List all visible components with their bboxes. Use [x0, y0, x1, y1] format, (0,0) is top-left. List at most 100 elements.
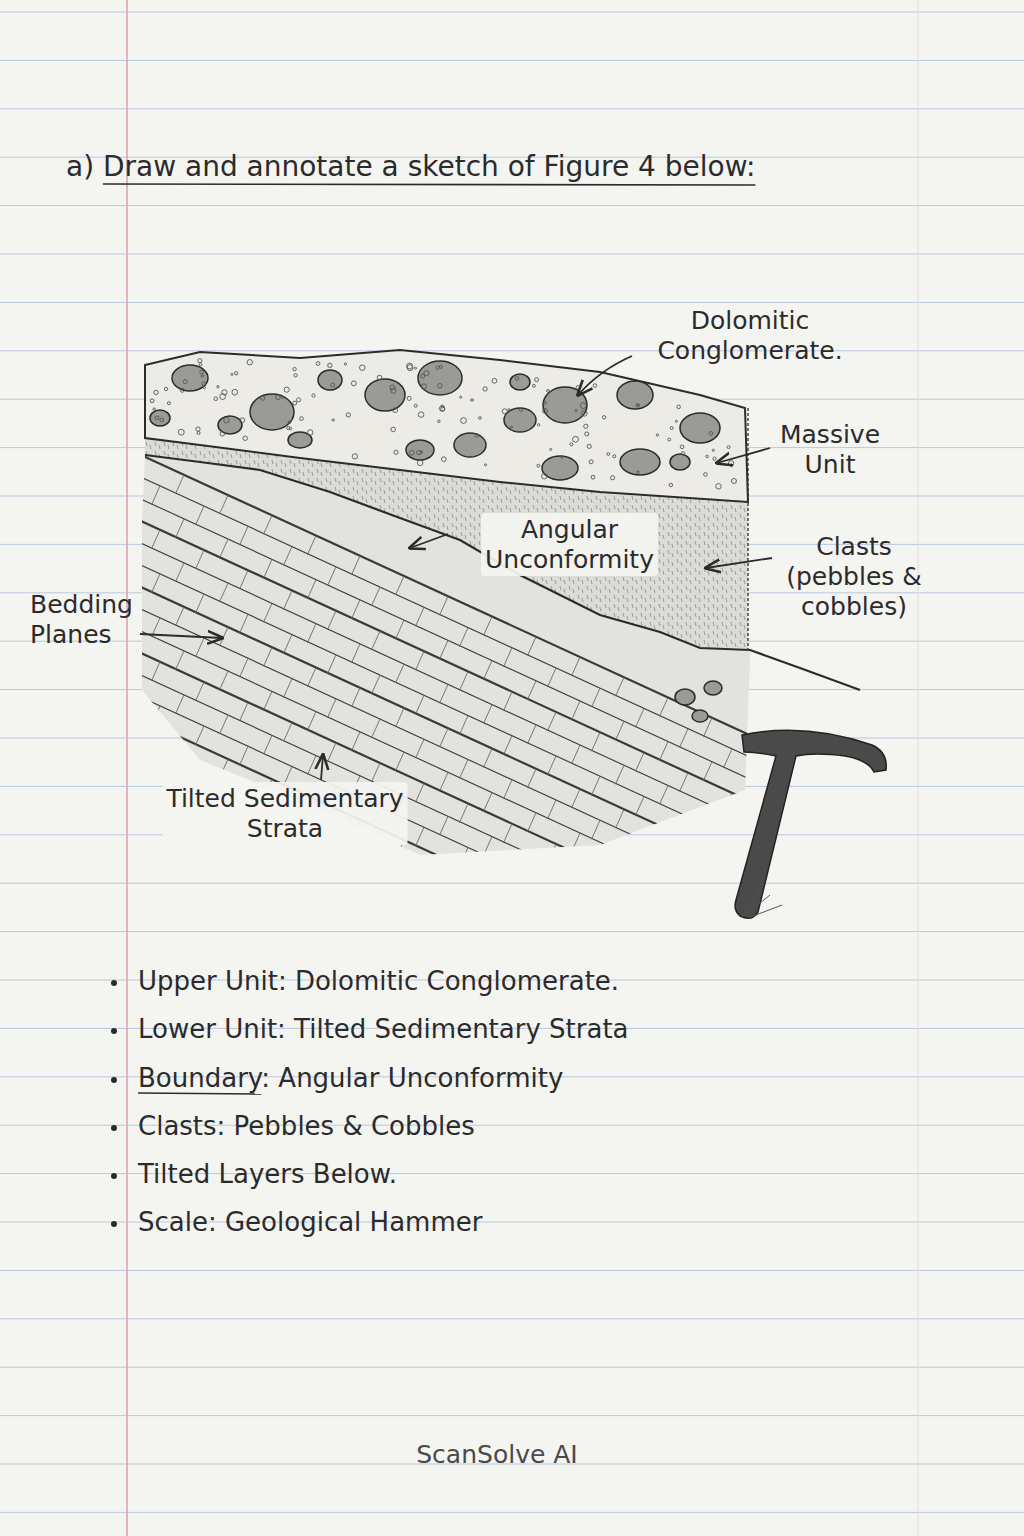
bedding-plane — [120, 665, 780, 969]
joint-line — [548, 668, 557, 687]
bullet-dot — [111, 1077, 117, 1083]
grain — [584, 424, 588, 428]
joint-line — [636, 972, 645, 991]
joint-line — [440, 860, 449, 879]
joint-line — [240, 570, 249, 589]
joint-line — [724, 881, 733, 900]
joint-line — [748, 958, 757, 977]
bedding-plane — [120, 467, 780, 771]
joint-line — [616, 677, 625, 696]
joint-line — [660, 741, 669, 760]
joint-line — [176, 475, 185, 494]
joint-line — [572, 657, 581, 676]
margin-line — [126, 0, 128, 1536]
grain — [183, 380, 187, 384]
heading: a) Draw and annotate a sketch of Figure … — [66, 150, 755, 184]
grain — [231, 373, 233, 375]
clast — [692, 710, 708, 722]
joint-line — [636, 884, 645, 903]
grain — [201, 375, 204, 378]
joint-line — [416, 695, 425, 714]
joint-line — [592, 732, 601, 751]
joint-line — [504, 692, 513, 711]
ruled-lines — [0, 12, 1024, 1512]
grain — [394, 450, 398, 454]
joint-line — [748, 1046, 757, 1065]
grain — [532, 384, 535, 387]
joint-line — [704, 850, 713, 869]
joint-line — [660, 785, 669, 804]
joint-line — [704, 1026, 713, 1045]
bullet-item: Tilted Layers Below. — [138, 1159, 898, 1190]
clast — [250, 394, 294, 430]
grain — [591, 475, 595, 479]
grain — [293, 367, 296, 370]
grain — [220, 431, 225, 436]
grain — [167, 402, 170, 405]
joint-line — [528, 945, 537, 964]
clast — [318, 370, 342, 390]
underline — [103, 184, 755, 185]
clast — [675, 689, 695, 705]
joint-line — [616, 809, 625, 828]
grain — [656, 434, 658, 436]
joint-line — [460, 671, 469, 690]
bullet-dot — [111, 980, 117, 986]
bullet-item: Boundary: Angular Unconformity — [138, 1063, 898, 1094]
joint-line — [704, 894, 713, 913]
clast — [704, 681, 722, 695]
grain — [712, 449, 714, 451]
grain — [203, 386, 205, 388]
joint-line — [548, 888, 557, 907]
joint-line — [460, 847, 469, 866]
grain — [180, 388, 184, 392]
annotation: Clasts (pebbles & cobbles) — [774, 532, 934, 622]
ruled-line — [0, 1318, 1024, 1319]
joint-line — [328, 567, 337, 586]
joint-line — [240, 658, 249, 677]
grain — [668, 438, 671, 441]
grain — [593, 384, 597, 388]
joint-line — [440, 728, 449, 747]
clast — [418, 361, 462, 395]
joint-line — [724, 1013, 733, 1032]
grain — [483, 387, 487, 391]
joint-line — [504, 824, 513, 843]
clast — [454, 433, 486, 457]
clast — [504, 408, 536, 432]
bedding-plane — [120, 621, 780, 925]
grain — [716, 484, 721, 489]
joint-line — [152, 706, 161, 725]
clast — [406, 440, 434, 460]
grain — [224, 418, 229, 423]
joint-line — [372, 587, 381, 606]
joint-line — [484, 881, 493, 900]
grain — [312, 394, 315, 397]
joint-line — [196, 682, 205, 701]
grain — [508, 409, 510, 411]
joint-line — [660, 961, 669, 980]
grain — [417, 460, 423, 466]
joint-line — [196, 506, 205, 525]
unconformity-line — [145, 455, 860, 690]
grain — [436, 366, 439, 369]
joint-line — [440, 640, 449, 659]
joint-line — [416, 739, 425, 758]
clast — [542, 456, 578, 480]
margin-line — [918, 0, 919, 1536]
joint-line — [680, 949, 689, 968]
grain — [391, 427, 396, 432]
joint-line — [440, 772, 449, 791]
joint-line — [264, 515, 273, 534]
joint-line — [264, 603, 273, 622]
joint-line — [548, 932, 557, 951]
grain — [709, 432, 713, 436]
grain — [439, 365, 442, 368]
joint-line — [308, 844, 317, 863]
grain — [297, 398, 301, 402]
joint-line — [660, 1005, 669, 1024]
joint-line — [660, 697, 669, 716]
ruled-line — [0, 302, 1024, 303]
grain — [232, 389, 238, 395]
joint-line — [528, 901, 537, 920]
